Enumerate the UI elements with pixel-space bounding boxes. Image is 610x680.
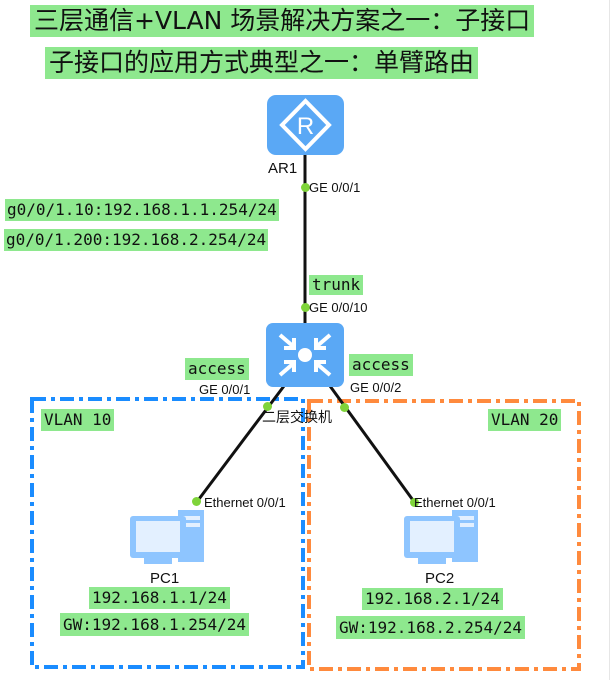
title-line-2: 子接口的应用方式典型之一：单臂路由 [45, 47, 479, 79]
pc1-port-dot [192, 497, 201, 506]
pc2-ip: 192.168.2.1/24 [362, 588, 503, 610]
switch-right-port: GE 0/0/2 [350, 380, 402, 395]
vlan10-label: VLAN 10 [41, 409, 115, 431]
pc2-port-label: Ethernet 0/0/1 [414, 495, 496, 510]
switch-right-mode: access [349, 354, 413, 376]
pc2-name: PC2 [425, 570, 455, 587]
pc1-port-label: Ethernet 0/0/1 [204, 495, 286, 510]
switch-left-dot [263, 402, 272, 411]
pc2-gateway: GW:192.168.2.254/24 [336, 616, 526, 639]
svg-text:R: R [297, 113, 314, 140]
pc2-port-dot [410, 498, 419, 507]
router-name: AR1 [268, 160, 298, 177]
pc1-gateway: GW:192.168.1.254/24 [60, 613, 250, 636]
switch-icon[interactable] [266, 323, 344, 387]
router-subinterface-2: g0/0/1.200:192.168.2.254/24 [4, 229, 269, 251]
router-port-dot [301, 183, 310, 192]
switch-uplink-dot [301, 303, 310, 312]
router-port-label: GE 0/0/1 [309, 180, 361, 195]
vlan20-label: VLAN 20 [488, 409, 562, 431]
switch-name: 二层交换机 [262, 410, 332, 426]
vlan20-box [307, 399, 581, 671]
pc1-ip: 192.168.1.1/24 [89, 587, 230, 609]
switch-uplink-port: GE 0/0/10 [309, 300, 368, 315]
router-subinterface-1: g0/0/1.10:192.168.1.1.254/24 [5, 199, 279, 221]
pc1-name: PC1 [150, 570, 180, 587]
router-icon[interactable]: R [267, 95, 344, 155]
pc1-icon[interactable] [130, 508, 206, 568]
switch-uplink-mode: trunk [309, 275, 364, 295]
pc2-icon[interactable] [404, 508, 480, 568]
title-line-1: 三层通信+VLAN 场景解决方案之一：子接口 [30, 5, 535, 37]
switch-left-port: GE 0/0/1 [199, 382, 251, 397]
switch-right-dot [340, 403, 349, 412]
switch-left-mode: access [185, 358, 249, 380]
vlan10-box [30, 397, 305, 669]
